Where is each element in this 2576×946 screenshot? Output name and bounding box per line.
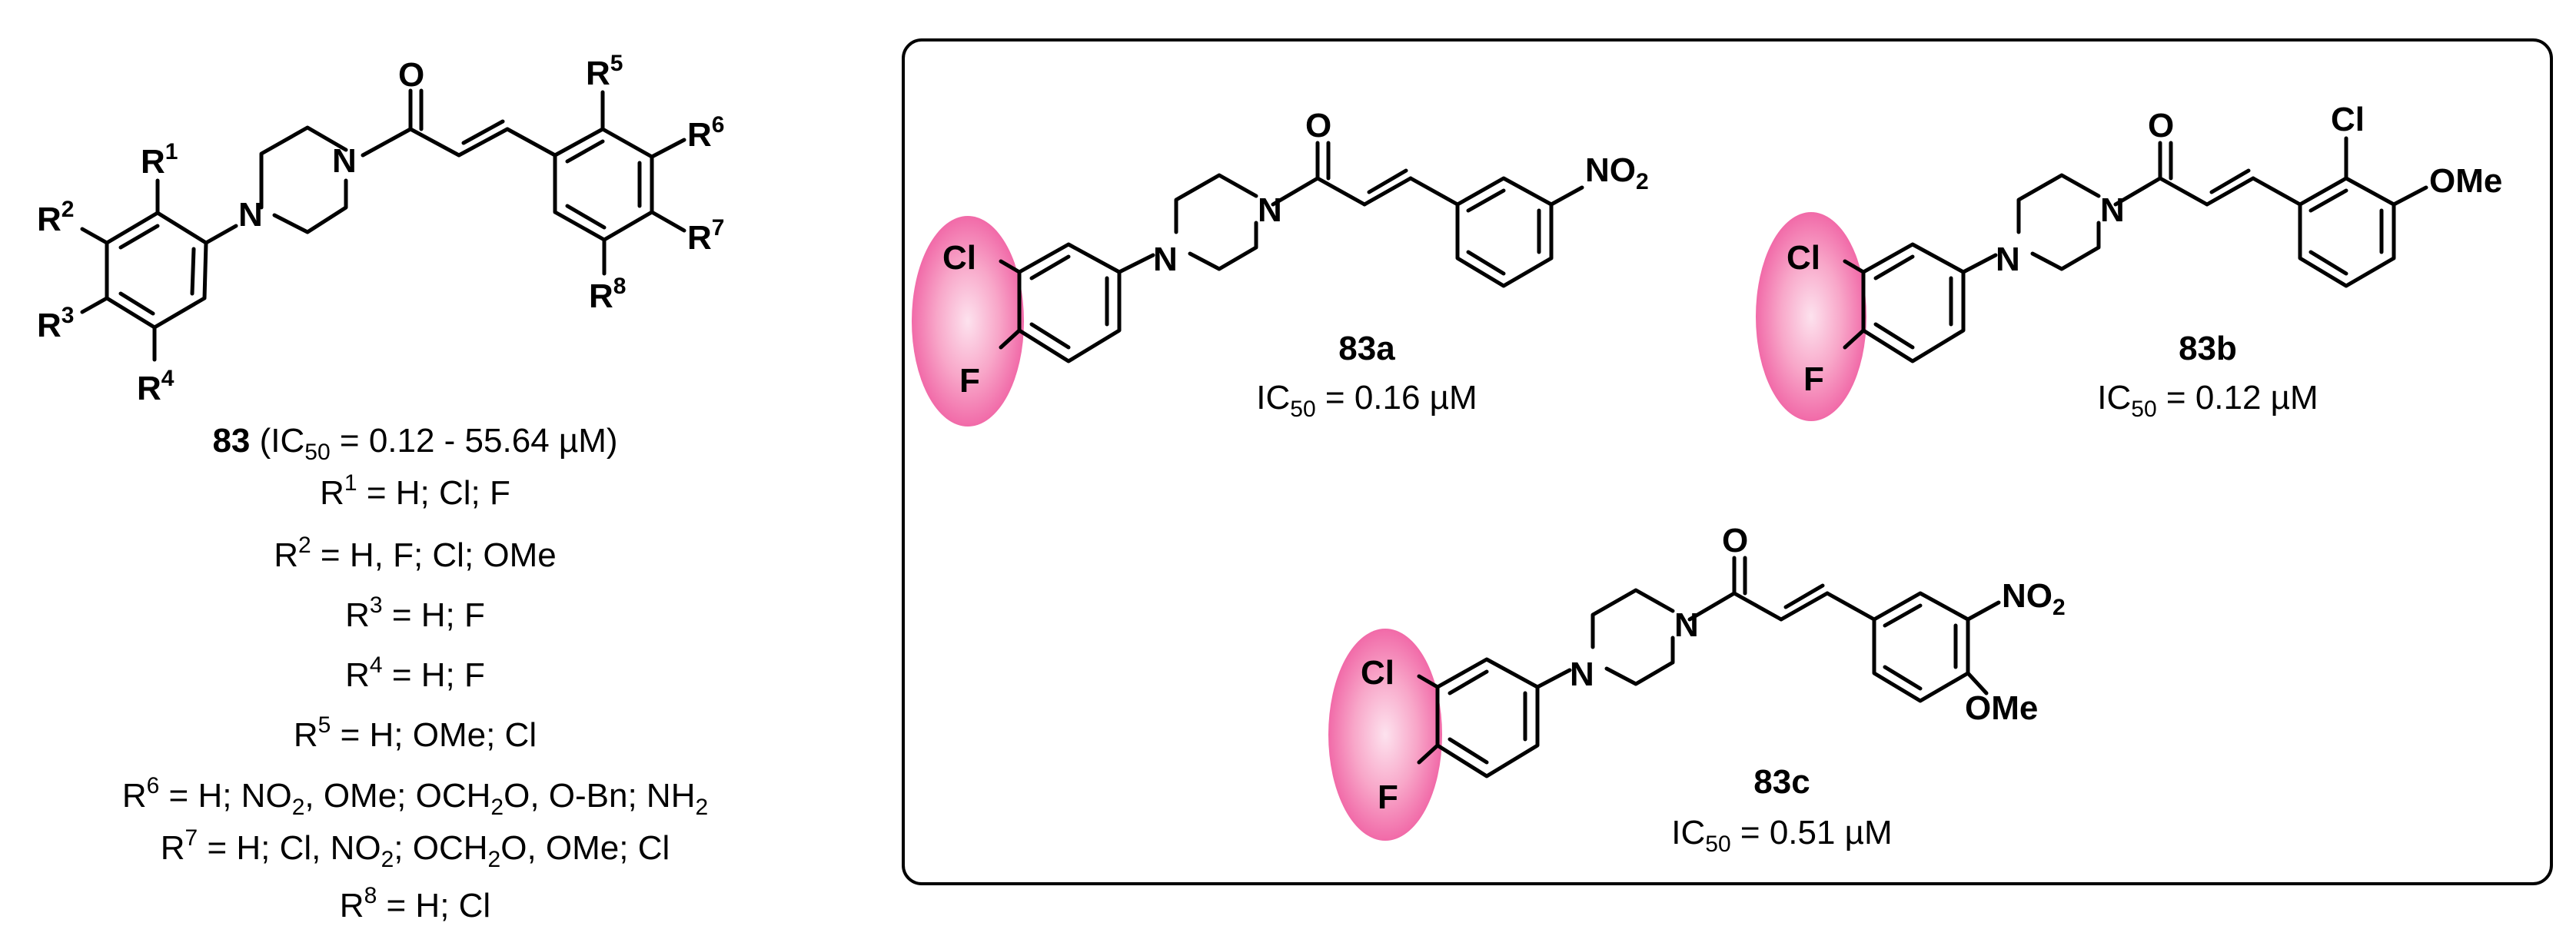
compound-83b-ic50: IC50 = 0.12 µM [2097, 379, 2318, 422]
highlight-halogen-83b [1756, 212, 1866, 421]
parent-nitrogen-2: N [238, 196, 263, 234]
highlight-halogen-83c [1328, 629, 1442, 841]
compound-83c-fluorine: F [1378, 778, 1398, 816]
compounds-panel-frame [902, 38, 2553, 885]
compound-83c-chlorine: Cl [1361, 654, 1394, 692]
compound-83a-nitrogen-2: N [1153, 241, 1178, 278]
compound-83b-nitrogen-1: N [2100, 191, 2125, 229]
parent-label-r3: R3 [37, 303, 74, 344]
compound-83b-fluorine: F [1803, 360, 1824, 398]
compound-83c-bonds [1417, 556, 2001, 778]
compound-83c-methoxy: OMe [1965, 689, 2038, 727]
compound-83b-carbonyl-oxygen: O [2148, 107, 2174, 144]
compound-83a-nitrogen-1: N [1258, 191, 1282, 229]
compound-83a-fluorine: F [959, 362, 980, 400]
substituent-r6: R6 = H; NO2, OMe; OCH2O, O-Bn; NH2 [122, 773, 708, 820]
highlight-halogen-83a [912, 216, 1024, 427]
parent-nitrogen-1: N [332, 142, 357, 180]
compound-83a-carbonyl-oxygen: O [1305, 107, 1331, 144]
parent-label-r5: R5 [586, 51, 623, 92]
compound-83a-id: 83a [1338, 330, 1395, 367]
compound-83c-nitrogen-2: N [1570, 656, 1594, 693]
compound-83c-id: 83c [1753, 763, 1810, 801]
parent-caption: 83 (IC50 = 0.12 - 55.64 µM) R1 = H; Cl; … [122, 422, 708, 924]
compound-83a-nitro-group: NO2 [1585, 151, 1649, 194]
compound-83b-bonds [1843, 136, 2428, 363]
substituent-r2: R2 = H, F; Cl; OMe [274, 533, 557, 574]
parent-piperazine-ring [259, 125, 348, 234]
substituent-r3: R3 = H; F [345, 592, 485, 634]
parent-enone-linker [361, 88, 557, 158]
compound-83c-nitrogen-1: N [1674, 606, 1699, 644]
parent-label-r6: R6 [687, 112, 724, 154]
compound-83b-methoxy: OMe [2429, 162, 2502, 200]
compound-83a-chlorine: Cl [942, 239, 976, 277]
substituent-r4: R4 = H; F [345, 652, 485, 694]
parent-label-r7: R7 [687, 215, 724, 257]
compound-83c-nitro-group: NO2 [2002, 577, 2066, 620]
compound-83a-bonds [999, 141, 1584, 363]
compound-83b: Cl F N N O Cl OMe 83b IC50 = 0.12 µM [1756, 101, 2502, 422]
parent-label-r1: R1 [141, 139, 178, 181]
compound-83b-chlorine: Cl [1787, 239, 1820, 277]
compound-83b-nitrogen-2: N [1996, 241, 2020, 278]
parent-label-r2: R2 [37, 197, 74, 238]
substituent-r7: R7 = H; Cl, NO2; OCH2O, OMe; Cl [161, 825, 670, 872]
parent-label-r4: R4 [137, 366, 175, 407]
substituent-r1: R1 = H; Cl; F [320, 470, 510, 512]
compound-83b-aryl-chlorine: Cl [2331, 101, 2365, 138]
substituent-r5: R5 = H; OMe; Cl [294, 712, 537, 754]
parent-id-ic50: 83 (IC50 = 0.12 - 55.64 µM) [212, 422, 617, 465]
compound-83b-id: 83b [2179, 330, 2237, 367]
compound-83a: Cl F N N O NO2 83a IC50 = 0.16 µM [912, 107, 1649, 427]
compound-83c: Cl F N N O NO2 OMe 83c IC50 = 0.51 µM [1328, 522, 2066, 857]
compound-83a-ic50: IC50 = 0.16 µM [1256, 379, 1477, 422]
parent-left-phenyl-ring [80, 178, 238, 362]
parent-right-phenyl-ring [553, 90, 686, 276]
substituent-r8: R8 = H; Cl [340, 883, 490, 924]
compound-83c-ic50: IC50 = 0.51 µM [1671, 814, 1892, 857]
parent-carbonyl-oxygen: O [398, 56, 424, 94]
parent-structure-83: O N N R1 R2 R3 R4 R5 R6 R7 R8 [37, 51, 724, 407]
compound-83c-carbonyl-oxygen: O [1722, 522, 1748, 559]
parent-label-r8: R8 [589, 274, 626, 315]
